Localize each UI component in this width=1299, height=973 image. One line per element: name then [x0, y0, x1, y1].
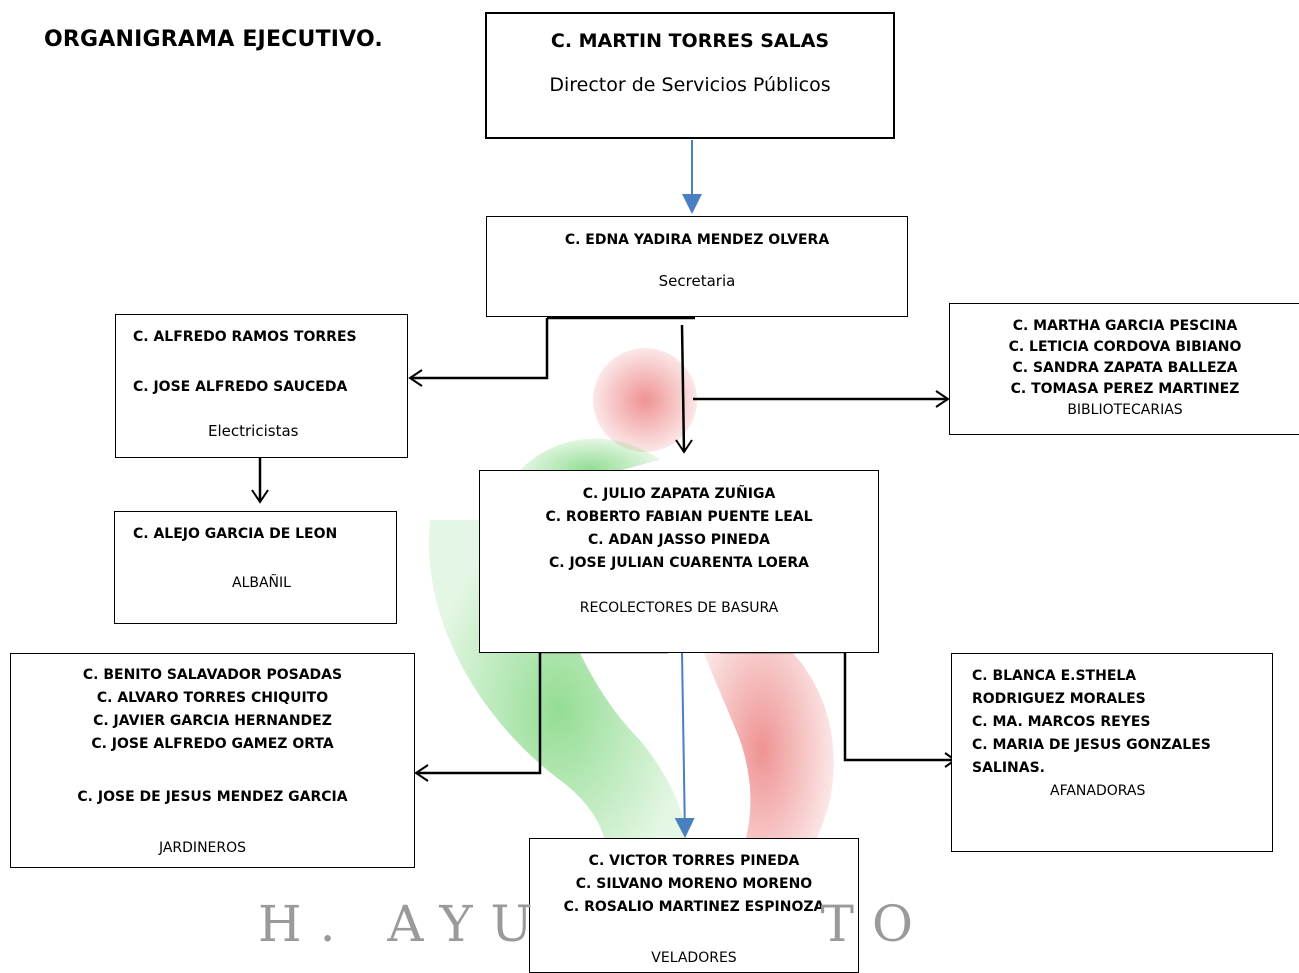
afanadoras-role: AFANADORAS [1050, 783, 1146, 799]
recolectores-role: RECOLECTORES DE BASURA [579, 600, 779, 616]
recolectores-box: C. JULIO ZAPATA ZUÑIGA C. ROBERTO FABIAN… [479, 470, 879, 653]
jardinero-name: C. ALVARO TORRES CHIQUITO [96, 690, 329, 706]
afanadora-name: C. MARIA DE JESUS GONZALES [972, 737, 1211, 753]
recolector-name: C. ADAN JASSO PINEDA [588, 532, 770, 548]
electricista-name: C. ALFREDO RAMOS TORRES [133, 329, 357, 345]
jardinero-name: C. JOSE DE JESUS MENDEZ GARCIA [77, 789, 348, 805]
velador-name: C. SILVANO MORENO MORENO [575, 876, 813, 892]
albanil-box: C. ALEJO GARCIA DE LEON ALBAÑIL [114, 511, 397, 624]
bibliotecaria-name: C. SANDRA ZAPATA BALLEZA [1012, 360, 1238, 376]
secretaria-box: C. EDNA YADIRA MENDEZ OLVERA Secretaria [486, 216, 908, 317]
recolector-name: C. JULIO ZAPATA ZUÑIGA [582, 486, 776, 502]
secretaria-role: Secretaria [658, 272, 736, 290]
albanil-role: ALBAÑIL [232, 575, 291, 591]
electricistas-box: C. ALFREDO RAMOS TORRES C. JOSE ALFREDO … [115, 314, 408, 458]
bibliotecarias-role: BIBLIOTECARIAS [1067, 402, 1183, 418]
director-role: Director de Servicios Públicos [549, 74, 831, 96]
director-box: C. MARTIN TORRES SALAS Director de Servi… [485, 12, 895, 139]
bibliotecarias-box: C. MARTHA GARCIA PESCINA C. LETICIA CORD… [949, 303, 1299, 435]
afanadoras-box: C. BLANCA E.STHELA RODRIGUEZ MORALES C. … [951, 653, 1273, 852]
albanil-name: C. ALEJO GARCIA DE LEON [133, 526, 338, 542]
veladores-role: VELADORES [651, 950, 737, 966]
afanadora-name: RODRIGUEZ MORALES [972, 691, 1146, 707]
electricista-name: C. JOSE ALFREDO SAUCEDA [133, 379, 348, 395]
jardinero-name: C. JOSE ALFREDO GAMEZ ORTA [91, 736, 334, 752]
veladores-box: C. VICTOR TORRES PINEDA C. SILVANO MOREN… [529, 838, 859, 973]
electricistas-role: Electricistas [208, 422, 299, 440]
jardineros-role: JARDINEROS [158, 840, 247, 856]
recolector-name: C. ROBERTO FABIAN PUENTE LEAL [545, 509, 813, 525]
jardineros-box: C. BENITO SALAVADOR POSADAS C. ALVARO TO… [10, 653, 415, 868]
velador-name: C. ROSALIO MARTINEZ ESPINOZA [563, 899, 825, 915]
director-name: C. MARTIN TORRES SALAS [550, 30, 830, 52]
bibliotecaria-name: C. TOMASA PEREZ MARTINEZ [1010, 381, 1240, 397]
footer-left: H. AYU [258, 895, 551, 953]
jardinero-name: C. BENITO SALAVADOR POSADAS [82, 667, 343, 683]
page-title: ORGANIGRAMA EJECUTIVO. [44, 27, 383, 52]
afanadora-name: C. BLANCA E.STHELA [972, 668, 1137, 684]
jardinero-name: C. JAVIER GARCIA HERNANDEZ [93, 713, 332, 729]
afanadora-name: SALINAS. [972, 760, 1046, 776]
bibliotecaria-name: C. LETICIA CORDOVA BIBIANO [1008, 339, 1242, 355]
velador-name: C. VICTOR TORRES PINEDA [588, 853, 800, 869]
footer-text: H. AYU TO [258, 895, 931, 953]
secretaria-name: C. EDNA YADIRA MENDEZ OLVERA [564, 232, 830, 248]
afanadora-name: C. MA. MARCOS REYES [972, 714, 1151, 730]
bibliotecaria-name: C. MARTHA GARCIA PESCINA [1012, 318, 1238, 334]
footer-right: TO [820, 895, 931, 953]
recolector-name: C. JOSE JULIAN CUARENTA LOERA [548, 555, 809, 571]
